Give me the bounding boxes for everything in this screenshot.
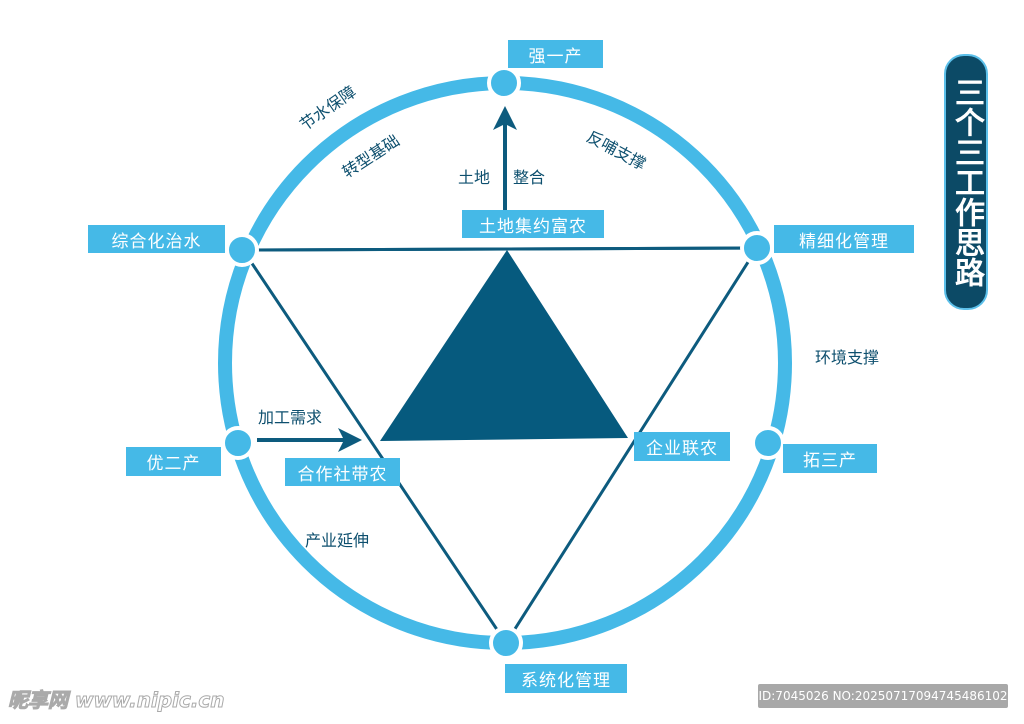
horizontal-line xyxy=(242,246,758,252)
box-enterprise: 企业联农 xyxy=(634,432,730,461)
box-land: 土地集约富农 xyxy=(462,210,604,238)
box-coop: 合作社带农 xyxy=(285,458,400,486)
node-dot-top xyxy=(487,66,521,100)
node-dot-right xyxy=(751,426,785,460)
label-land: 土地 xyxy=(458,168,491,187)
node-dot-upper-right xyxy=(740,231,774,265)
inner-triangle xyxy=(380,250,628,441)
node-dot-bottom xyxy=(489,626,523,660)
node-right: 拓三产 xyxy=(783,444,877,473)
title-text: 三个三工作思路 xyxy=(949,77,984,287)
label-environment: 环境支撑 xyxy=(815,348,880,367)
label-extension: 产业延伸 xyxy=(305,531,370,550)
node-dot-left xyxy=(221,426,255,460)
label-processing: 加工需求 xyxy=(258,408,323,427)
node-left: 优二产 xyxy=(126,447,221,476)
watermark: 昵享网 www.nipic.cn xyxy=(8,688,226,713)
title-badge: 三个三工作思路 xyxy=(944,54,988,310)
node-bottom: 系统化管理 xyxy=(505,664,627,693)
node-top: 强一产 xyxy=(508,40,603,68)
image-id: ID:7045026 NO:20250717094745486102 xyxy=(758,684,1008,708)
label-integrate: 整合 xyxy=(513,168,546,187)
node-dot-upper-left xyxy=(225,233,259,267)
node-upper-left: 综合化治水 xyxy=(88,225,225,253)
node-upper-right: 精细化管理 xyxy=(774,225,914,253)
